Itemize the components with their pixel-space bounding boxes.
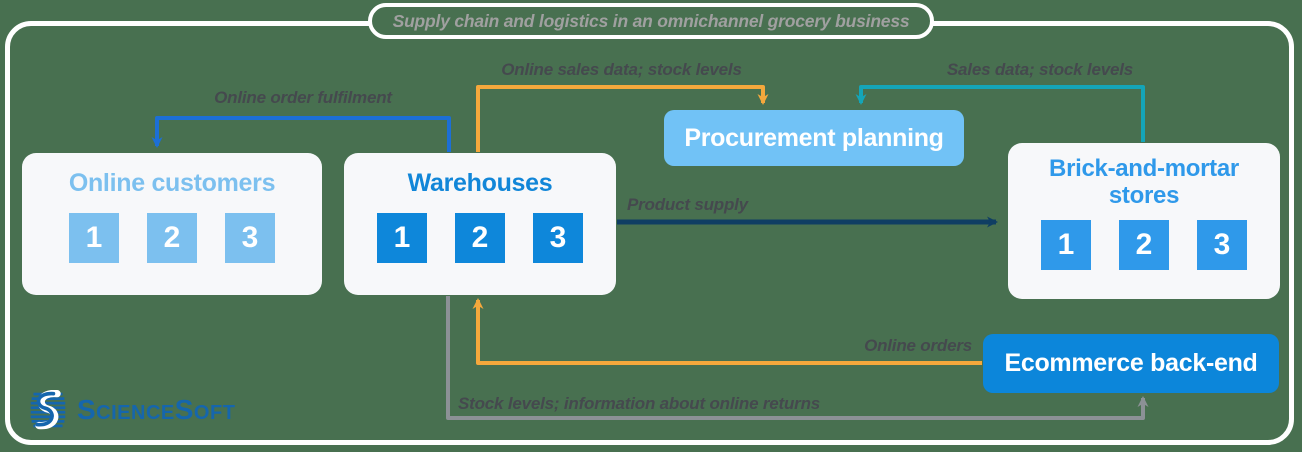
diagram-title: Supply chain and logistics in an omnicha…: [392, 10, 910, 31]
node-brick-and-mortar-stores: Brick-and-mortar stores 1 2 3: [1008, 143, 1280, 299]
label-product-supply: Product supply: [627, 195, 748, 214]
node-online-customers: Online customers 1 2 3: [22, 153, 322, 295]
unit-row: 1 2 3: [344, 213, 616, 263]
label-online-sales-data: Online sales data; stock levels: [501, 60, 742, 79]
node-warehouses: Warehouses 1 2 3: [344, 153, 616, 295]
sciencesoft-logo-text: ScienceSoft: [77, 394, 236, 425]
sciencesoft-logo: ScienceSoft: [28, 390, 235, 430]
unit-square: 2: [1119, 219, 1169, 270]
unit-square: 2: [455, 213, 505, 263]
label-online-orders: Online orders: [864, 336, 972, 355]
node-title-online-customers: Online customers: [68, 169, 276, 197]
label-stock-levels: Stock levels; information about online r…: [458, 394, 821, 413]
unit-row: 1 2 3: [1008, 219, 1280, 270]
unit-square: 1: [1041, 219, 1091, 270]
unit-square: 3: [225, 213, 275, 263]
node-title-warehouses: Warehouses: [407, 169, 553, 197]
unit-square: 3: [533, 213, 583, 263]
node-title-brick-and-mortar: Brick-and-mortar stores: [1049, 155, 1239, 209]
unit-row: 1 2 3: [22, 213, 322, 263]
unit-square: 3: [1197, 219, 1247, 270]
node-procurement-planning: Procurement planning: [664, 110, 964, 166]
label-sales-data: Sales data; stock levels: [946, 60, 1133, 79]
unit-square: 1: [377, 213, 427, 263]
unit-square: 1: [69, 213, 119, 263]
sciencesoft-logo-icon: [30, 390, 66, 430]
node-ecommerce-backend: Ecommerce back-end: [983, 334, 1279, 393]
diagram-title-pill: Supply chain and logistics in an omnicha…: [368, 3, 934, 39]
unit-square: 2: [147, 213, 197, 263]
label-online-order-fulfilment: Online order fulfilment: [214, 88, 392, 107]
